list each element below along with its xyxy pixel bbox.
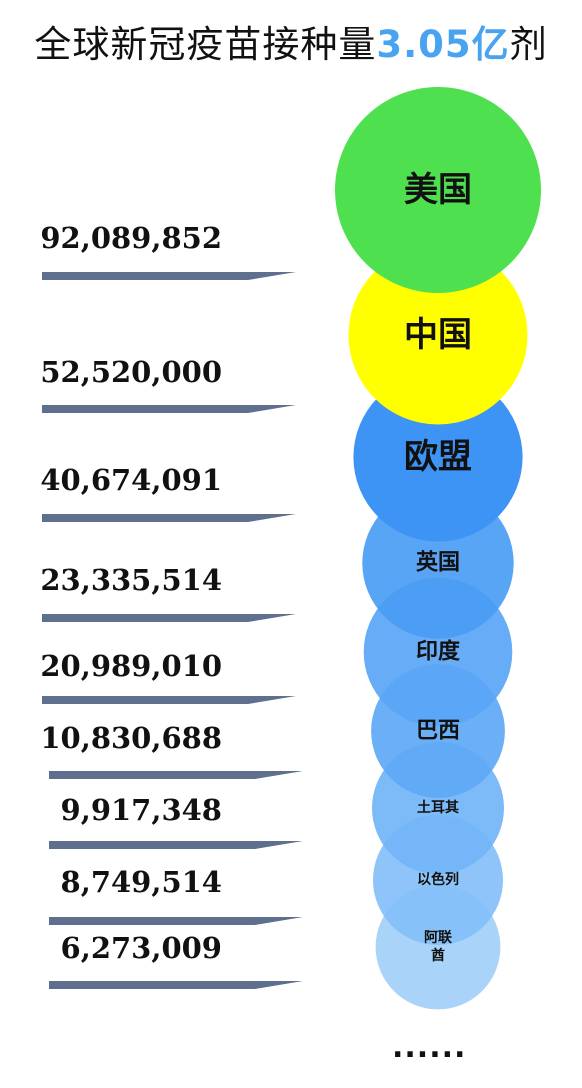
country-label: 美国 [404,170,472,210]
country-label: 以色列 [417,871,459,888]
value-label: 10,830,688 [40,721,222,755]
country-bubble [348,245,528,425]
value-label: 40,674,091 [40,463,222,497]
value-label: 52,520,000 [40,355,222,389]
value-underline-bar [42,272,296,280]
chart-title: 全球新冠疫苗接种量3.05亿剂 [0,14,582,68]
country-bubble [353,372,523,542]
ellipsis: ...... [392,1030,467,1065]
country-label: 印度 [416,639,461,665]
value-underline-bar [49,917,303,925]
title-highlight: 3.05亿 [376,23,510,66]
value-label: 6,273,009 [61,931,222,965]
value-underline-bar [42,405,296,413]
value-label: 20,989,010 [40,649,222,683]
value-label: 23,335,514 [40,563,222,597]
country-label: 英国 [416,551,460,576]
value-label: 92,089,852 [40,221,222,255]
value-underline-bar [42,614,296,622]
value-underline-bar [49,771,303,779]
country-label: 中国 [404,315,472,355]
country-label: 酋 [431,947,445,964]
country-label: 土耳其 [417,799,459,816]
value-underline-bar [42,696,296,704]
country-label: 巴西 [416,719,460,744]
value-label: 9,917,348 [61,793,222,827]
country-label: 欧盟 [404,437,472,477]
title-prefix: 全球新冠疫苗接种量 [34,23,377,66]
value-underline-bar [42,514,296,522]
value-underline-bar [49,981,303,989]
title-suffix: 剂 [509,23,548,66]
value-underline-bar [49,841,303,849]
country-label: 阿联 [424,930,453,946]
value-label: 8,749,514 [61,865,222,899]
country-bubble [335,87,541,293]
